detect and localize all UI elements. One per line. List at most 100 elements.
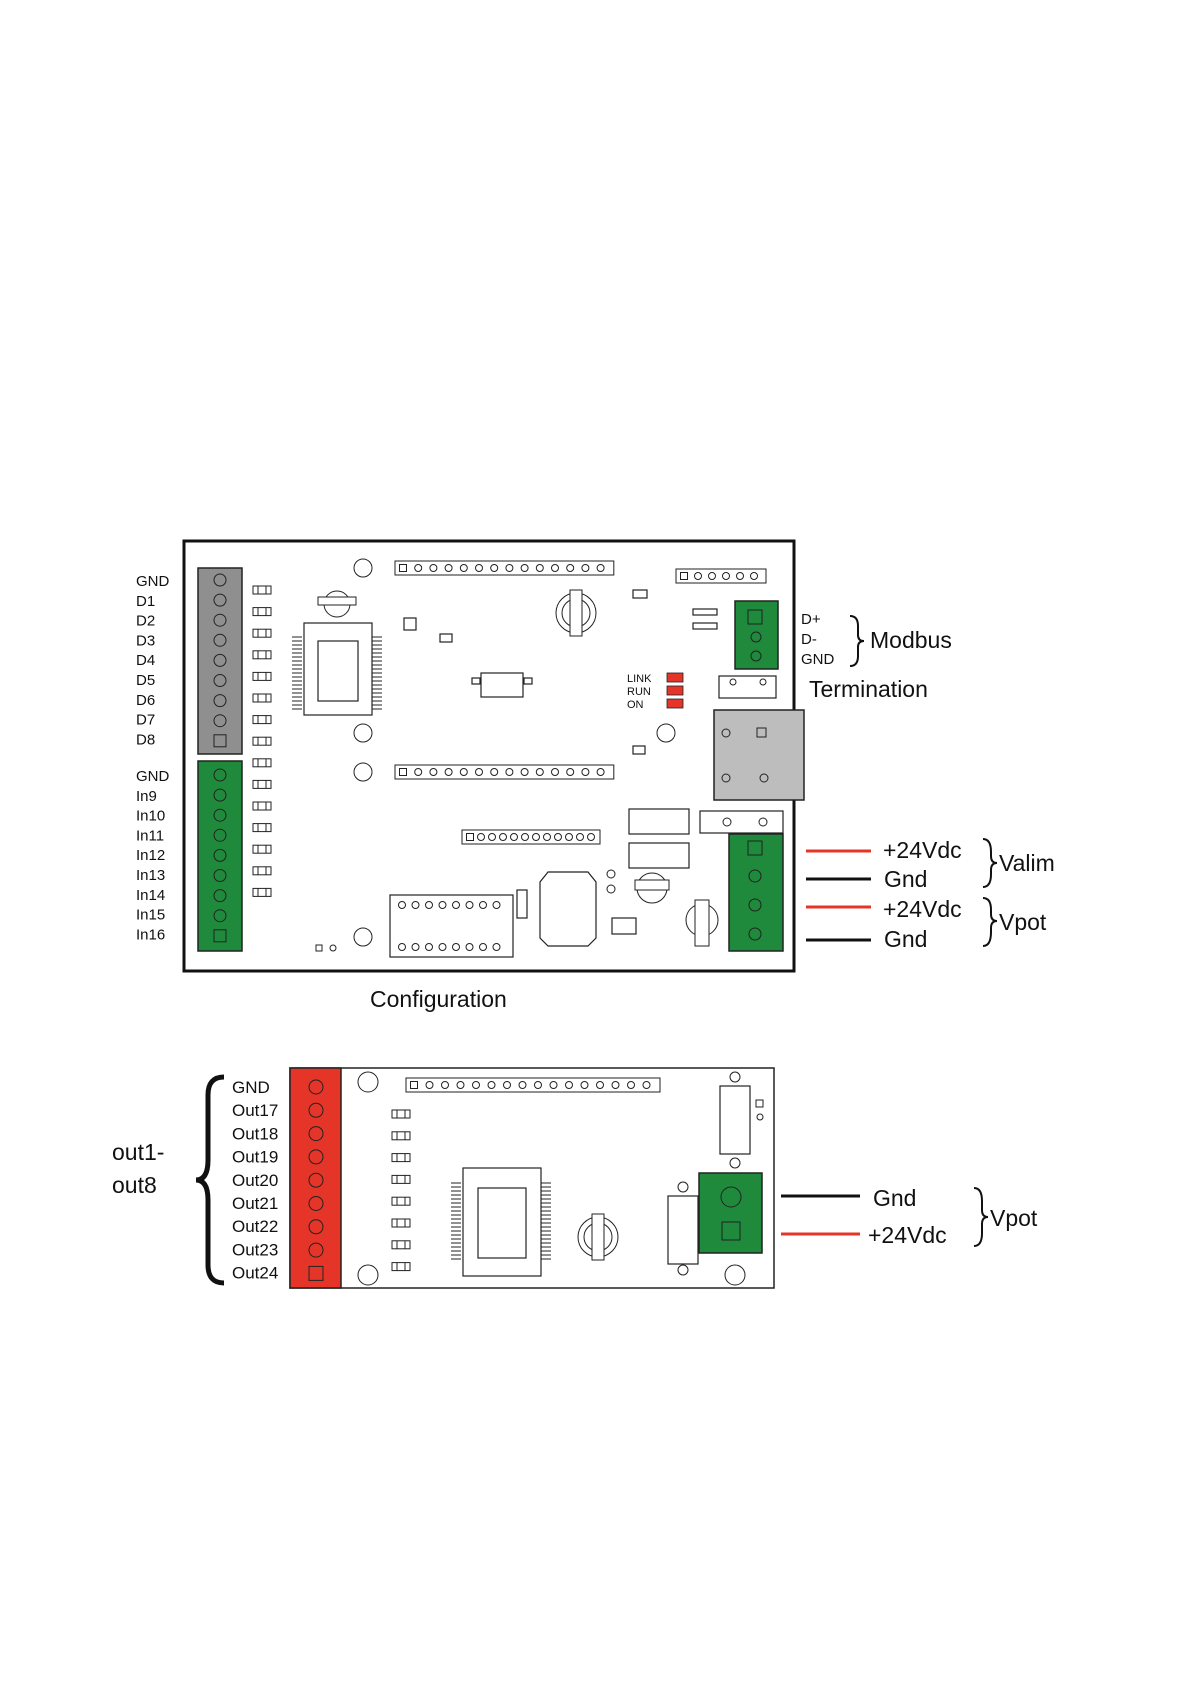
fuse-board2-top: [720, 1086, 750, 1154]
smd-component: [253, 759, 271, 767]
smd-component: [392, 1110, 410, 1118]
pin-label: In11: [136, 827, 164, 844]
smd-component: [253, 716, 271, 724]
pin-label: Out19: [232, 1148, 278, 1167]
board2-power-24v: +24Vdc: [868, 1222, 947, 1248]
pin-label: D7: [136, 712, 155, 729]
pin-label: Out22: [232, 1217, 278, 1236]
smd-component: [392, 1263, 410, 1271]
board-1: GND D1D2D3D4D5D6D7D8 GND In9In10In11In12In…: [136, 541, 1055, 1012]
smd-component: [253, 802, 271, 810]
modbus-brace: [850, 616, 864, 666]
smd-component: [253, 694, 271, 702]
smd-component: [253, 672, 271, 680]
fuse-1: [629, 809, 689, 834]
header-body: [462, 830, 600, 844]
trimmer-bar: [318, 597, 356, 605]
led-run: [667, 686, 683, 695]
power-label-gnd-2: Gnd: [884, 926, 927, 952]
terminal-block-red-outputs: [290, 1068, 341, 1288]
vpot-label-1: Vpot: [999, 909, 1047, 935]
pin-label: D4: [136, 652, 155, 669]
pin-label: In10: [136, 808, 165, 825]
pin-label: Out18: [232, 1124, 278, 1143]
smd-component: [253, 737, 271, 745]
terminal-block-gray: [198, 568, 242, 754]
vpot-brace-2: [974, 1188, 988, 1246]
chip-die: [318, 641, 358, 701]
led-link: [667, 673, 683, 682]
ethernet-port: [714, 710, 804, 800]
fuse-2: [629, 843, 689, 868]
group-label-line1: out1-: [112, 1139, 164, 1165]
pin-labels-bottom: GND In9In10In11In12In13In14In15In16: [136, 768, 170, 943]
smd-component: [253, 586, 271, 594]
terminal-power-board2: [699, 1173, 762, 1253]
termination-label: Termination: [809, 676, 928, 702]
pin-label: D8: [136, 731, 155, 748]
pin-label: D1: [136, 593, 155, 610]
small-ic: [481, 673, 523, 697]
potentiometer-knob: [570, 590, 582, 636]
smd-component: [253, 629, 271, 637]
smd-component: [392, 1219, 410, 1227]
vpot-label-2: Vpot: [990, 1205, 1038, 1231]
pin-label: D3: [136, 632, 155, 649]
led-label-run: RUN: [627, 686, 651, 698]
power-label-24v-2: +24Vdc: [883, 896, 962, 922]
modbus-pin-dminus: D-: [801, 631, 817, 648]
pin-label: In13: [136, 867, 165, 884]
smd-component: [392, 1197, 410, 1205]
board-2: GNDOut17Out18Out19Out20Out21Out22Out23Ou…: [112, 1068, 1038, 1288]
pin-header-middle: [395, 765, 614, 779]
modbus-pin-gnd: GND: [801, 651, 835, 668]
smd-component: [253, 845, 271, 853]
pin-label: In16: [136, 926, 165, 943]
power-label-24v-1: +24Vdc: [883, 837, 962, 863]
pin-label: Out20: [232, 1171, 278, 1190]
pin-label: In12: [136, 847, 165, 864]
fuse-board2-left: [668, 1196, 698, 1264]
pin-label: In14: [136, 887, 165, 904]
pin-header-top: [395, 561, 614, 575]
pin-label: Out21: [232, 1194, 278, 1213]
termination-jumper: [719, 676, 776, 698]
pin-label: In15: [136, 907, 165, 924]
pin-header-board2: [406, 1078, 660, 1092]
driver-chip-die: [478, 1188, 526, 1258]
pin-label: GND: [232, 1078, 270, 1097]
smd-component: [253, 824, 271, 832]
smd-component: [392, 1241, 410, 1249]
led-label-on: ON: [627, 699, 644, 711]
pin-header-low: [462, 830, 600, 844]
modbus-label: Modbus: [870, 627, 952, 653]
pin-label: D6: [136, 692, 155, 709]
smd-component: [392, 1154, 410, 1162]
pin-label: In9: [136, 788, 157, 805]
outputs-brace: [196, 1077, 224, 1283]
power-label-gnd-1: Gnd: [884, 866, 927, 892]
smd-component: [392, 1132, 410, 1140]
pin-label: D2: [136, 613, 155, 630]
pin-label: Out24: [232, 1264, 278, 1283]
smd-component: [253, 888, 271, 896]
smd-component: [253, 780, 271, 788]
board2-power-gnd: Gnd: [873, 1185, 916, 1211]
power-jumper: [700, 811, 783, 833]
modbus-pin-dplus: D+: [801, 611, 821, 628]
smd-component: [253, 651, 271, 659]
smd-component: [253, 867, 271, 875]
vpot-brace-1: [983, 898, 997, 946]
led-on: [667, 699, 683, 708]
header-body: [406, 1078, 660, 1092]
header-body: [395, 765, 614, 779]
valim-brace: [983, 839, 997, 887]
group-label-line2: out8: [112, 1172, 157, 1198]
pin-label: GND: [136, 768, 170, 785]
pin-label: D5: [136, 672, 155, 689]
smd-component: [253, 608, 271, 616]
pin-label: Out23: [232, 1240, 278, 1259]
pin-header-small: [676, 569, 766, 583]
valim-label: Valim: [999, 850, 1055, 876]
